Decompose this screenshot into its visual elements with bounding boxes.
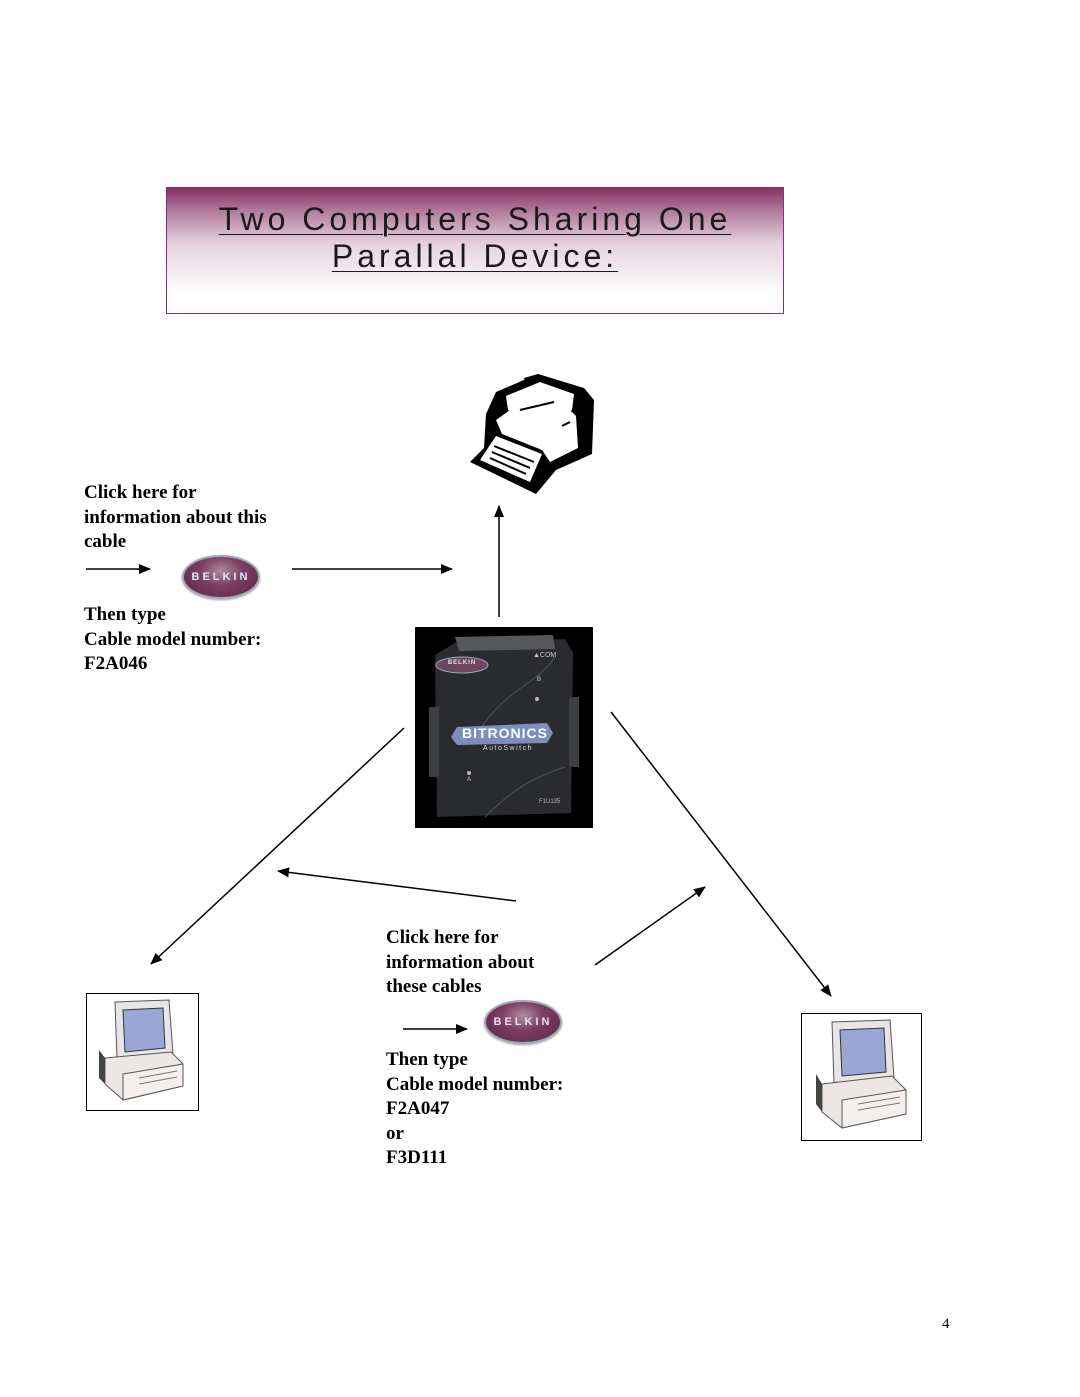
- title-line-2: Parallal Device:: [331, 238, 619, 274]
- center-model-number-1: F2A047: [386, 1098, 450, 1119]
- center-callout[interactable]: Click here for information about these c…: [386, 926, 606, 1000]
- computer-icon: [99, 999, 184, 1101]
- center-model-number-2: F3D111: [386, 1147, 448, 1168]
- center-callout-line-3[interactable]: these cables: [386, 976, 482, 997]
- switch-subname-label: AutoSwitch: [482, 745, 534, 752]
- left-computer-frame: [86, 993, 199, 1111]
- left-callout-line-2[interactable]: information about this: [84, 506, 267, 528]
- title-banner: Two Computers Sharing One Parallal Devic…: [166, 187, 784, 314]
- arrow-callout-to-right: [594, 886, 706, 966]
- bitronics-switch-image: BELKIN ▲COM B A BITRONICS AutoSwitch F1U…: [415, 627, 593, 828]
- computer-icon: [816, 1019, 907, 1129]
- title-line-1: Two Computers Sharing One: [218, 201, 732, 237]
- center-then-type: Then type: [386, 1049, 468, 1070]
- belkin-logo-text: BELKIN: [191, 571, 251, 583]
- switch-port-a-label: A: [467, 777, 472, 783]
- arrow-switch-to-right-pc: [610, 711, 832, 997]
- left-cable-info: Then type Cable model number: F2A046: [84, 603, 344, 677]
- switch-port-b-label: B: [537, 677, 542, 683]
- arrow-switch-to-left-pc: [150, 727, 405, 965]
- center-model-label: Cable model number:: [386, 1073, 564, 1095]
- left-model-label: Cable model number:: [84, 628, 262, 650]
- belkin-logo-button-left[interactable]: BELKIN: [182, 555, 260, 599]
- right-computer-frame: [801, 1013, 922, 1141]
- center-callout-line-1[interactable]: Click here for: [386, 927, 499, 948]
- center-or-text: or: [386, 1122, 404, 1144]
- printer-icon: [466, 370, 598, 496]
- belkin-logo-text: BELKIN: [493, 1016, 553, 1028]
- center-callout-line-2[interactable]: information about: [386, 951, 535, 973]
- switch-brand-label: BELKIN: [447, 660, 477, 666]
- left-callout[interactable]: Click here for information about this ca…: [84, 481, 344, 555]
- arrow-callout-to-left: [277, 867, 517, 902]
- left-model-number: F2A046: [84, 653, 148, 674]
- left-callout-line-3[interactable]: cable: [84, 531, 127, 552]
- belkin-logo-button-center[interactable]: BELKIN: [484, 1000, 562, 1044]
- center-cable-info: Then type Cable model number: F2A047 or …: [386, 1048, 626, 1171]
- left-callout-line-1[interactable]: Click here for: [84, 482, 197, 503]
- switch-com-label: ▲COM: [533, 652, 557, 659]
- page-number: 4: [942, 1316, 950, 1332]
- left-then-type: Then type: [84, 604, 166, 625]
- switch-model-label: F1U135: [539, 799, 561, 805]
- switch-name-label: BITRONICS: [462, 725, 548, 741]
